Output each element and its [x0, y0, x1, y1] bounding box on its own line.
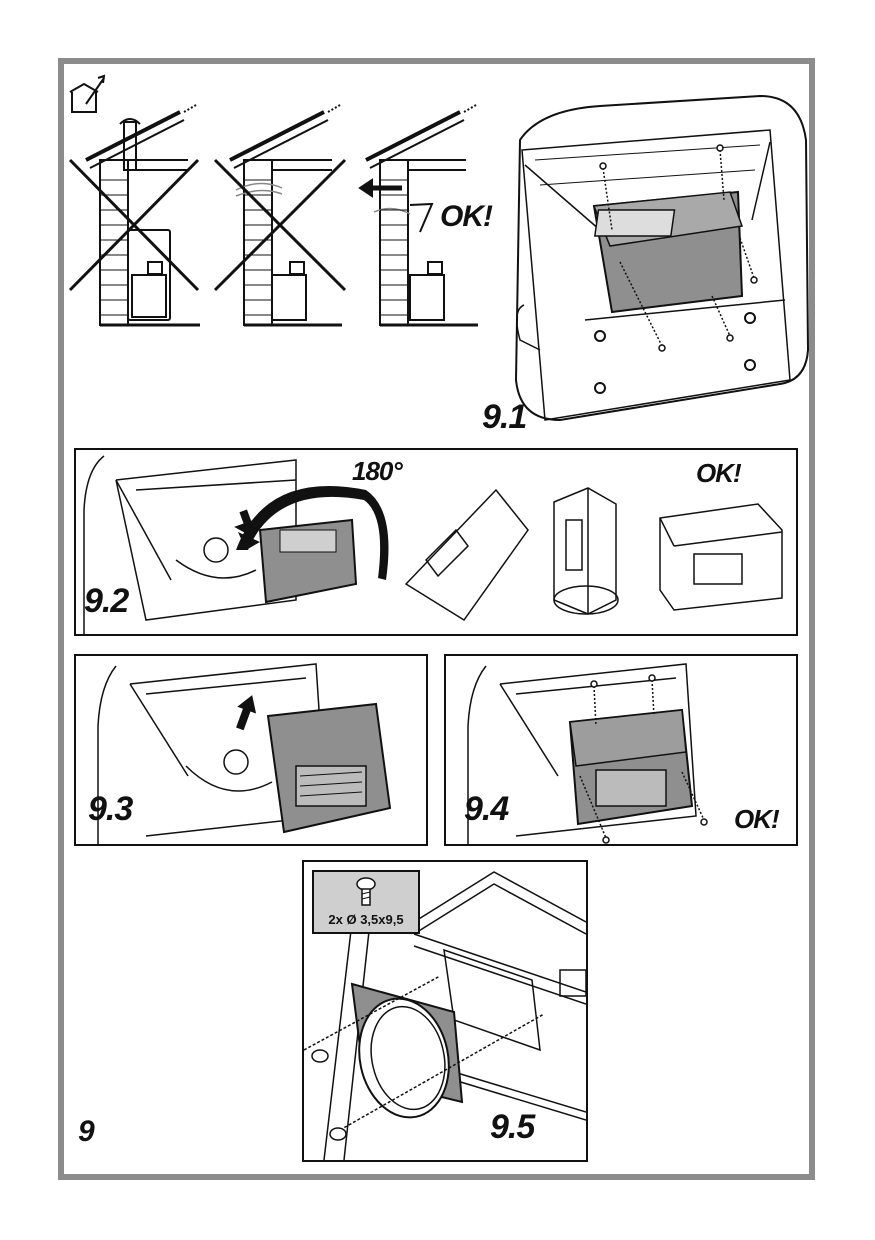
- ok-label-9-2: OK!: [696, 458, 742, 488]
- ok-label-9-4: OK!: [734, 804, 780, 834]
- duct-adapter-ring: [350, 982, 464, 1119]
- screw-spec: 2x Ø 3,5x9,5: [328, 912, 404, 927]
- housing-rotated-1: [404, 488, 529, 622]
- rotation-label: 180°: [352, 456, 403, 486]
- screw-icon: [311, 1049, 347, 1141]
- illustration-9-4: [467, 663, 708, 844]
- housing-open-2: [553, 487, 619, 615]
- screw-spec-box: 2x Ø 3,5x9,5: [312, 870, 420, 934]
- step-label-9-4: 9.4: [464, 790, 509, 828]
- step-label-9-3: 9.3: [88, 790, 133, 828]
- illustration-9-2: [83, 455, 783, 634]
- housing-ok: [659, 503, 783, 611]
- step-label-9-2: 9.2: [84, 582, 129, 620]
- panel-9-4: 9.4 OK!: [444, 654, 798, 846]
- screw-icon: [356, 877, 376, 906]
- panel-9-5: 2x Ø 3,5x9,5 9.5: [302, 860, 588, 1162]
- panel-9-3: 9.3: [74, 654, 428, 846]
- panel-9-2: 180° OK! 9.2: [74, 448, 798, 636]
- ok-label-9-1: OK!: [440, 200, 493, 233]
- step-label-9-1: 9.1: [482, 398, 527, 436]
- illustration-9-5: [304, 871, 586, 1160]
- step-label-9-5: 9.5: [490, 1108, 535, 1146]
- illustration-9-3: [97, 663, 392, 844]
- figure-number: 9: [78, 1115, 95, 1148]
